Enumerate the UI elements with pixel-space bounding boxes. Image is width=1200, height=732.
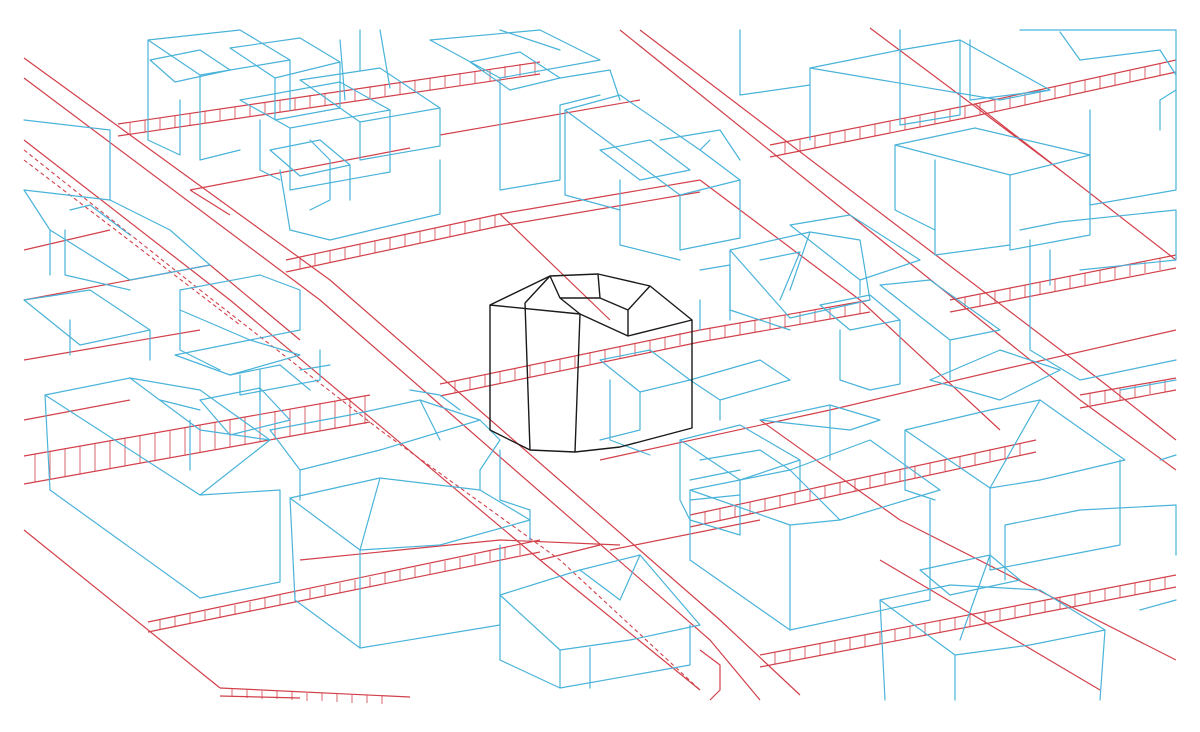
retaining-wall	[219, 687, 411, 699]
street-edge	[23, 139, 701, 691]
retaining-wall	[689, 439, 1037, 528]
neighbor-house	[174, 339, 321, 396]
street-edge	[23, 57, 801, 696]
neighbor-house	[1019, 29, 1177, 206]
lot-boundary-layer	[23, 27, 1177, 704]
subject-building-roof-facets	[524, 273, 651, 336]
neighbor-house	[879, 584, 1106, 701]
neighbor-house	[599, 139, 691, 261]
neighbor-house	[1019, 209, 1177, 381]
neighbor-house	[894, 127, 1091, 251]
neighbor-house	[904, 399, 1126, 571]
neighbor-house	[759, 404, 881, 461]
neighbor-house	[129, 377, 271, 441]
neighbor-house	[819, 294, 901, 391]
neighbor-house	[659, 129, 741, 161]
subject-building-roof	[489, 273, 693, 337]
lot-divider	[699, 649, 721, 701]
neighbor-house	[149, 37, 341, 121]
neighbor-house	[789, 469, 841, 631]
neighbor-house	[564, 94, 741, 251]
street-edge	[639, 29, 1177, 441]
neighbor-house	[269, 399, 481, 501]
neighbor-house	[989, 399, 1041, 489]
neighbor-house	[689, 359, 791, 421]
neighbor-house	[44, 377, 281, 599]
neighbor-house	[179, 274, 301, 371]
retaining-wall	[1079, 377, 1177, 409]
neighbor-house	[929, 349, 1061, 401]
neighbor-house	[189, 387, 291, 471]
retaining-wall	[759, 574, 1177, 668]
neighbor-house	[147, 29, 291, 161]
neighbor-house	[599, 349, 691, 456]
neighbor-house	[429, 29, 601, 191]
lot-divider	[539, 519, 761, 561]
lot-divider	[439, 99, 641, 136]
retaining-wall	[285, 179, 701, 273]
neighbor-house	[239, 81, 391, 191]
dashed-boundary	[23, 159, 241, 326]
neighbor-house	[339, 29, 391, 101]
neighbor-buildings-layer	[23, 29, 1177, 701]
street-edge	[619, 29, 1177, 471]
neighbor-house	[1159, 89, 1177, 131]
subject-building-walls	[489, 302, 693, 453]
lot-divider	[759, 299, 1001, 521]
neighbor-house	[23, 289, 151, 361]
neighbor-house	[934, 39, 1051, 256]
neighbor-house	[499, 554, 701, 689]
street-edge	[23, 529, 221, 689]
neighbor-house	[1004, 504, 1177, 581]
neighbor-house	[879, 279, 1001, 381]
wall-hatching	[34, 62, 1166, 704]
neighbor-house	[269, 139, 441, 241]
neighbor-house	[23, 119, 211, 281]
retaining-wall	[23, 394, 371, 485]
lot-divider	[189, 147, 411, 216]
lot-divider	[599, 329, 1177, 461]
neighbor-house	[579, 554, 641, 601]
neighbor-house	[499, 29, 621, 101]
neighbor-house	[1119, 379, 1177, 611]
neighbor-house	[299, 67, 441, 161]
lot-divider	[869, 27, 1177, 261]
neighbor-house	[64, 204, 131, 291]
neighbor-house	[789, 214, 921, 296]
lot-divider	[23, 229, 131, 421]
lot-divider	[23, 329, 201, 361]
retaining-wall	[147, 539, 541, 633]
lot-divider	[879, 519, 1177, 691]
neighbor-house	[359, 389, 461, 649]
subject-building	[489, 273, 693, 453]
dashed-boundary	[23, 149, 701, 691]
neighbor-house	[919, 554, 1021, 641]
retaining-wall	[949, 254, 1177, 313]
neighbor-house	[759, 251, 801, 301]
neighbor-house	[739, 29, 901, 96]
neighbor-house	[809, 39, 1051, 141]
neighbor-house	[309, 139, 351, 211]
street-edge	[23, 77, 761, 701]
lot-divider	[23, 264, 301, 341]
neighbor-house	[699, 264, 731, 331]
lot-divider	[299, 539, 621, 561]
neighbor-house	[289, 477, 531, 649]
retaining-wall	[117, 61, 541, 137]
lot-divider	[499, 179, 861, 321]
neighbor-house	[689, 449, 791, 501]
